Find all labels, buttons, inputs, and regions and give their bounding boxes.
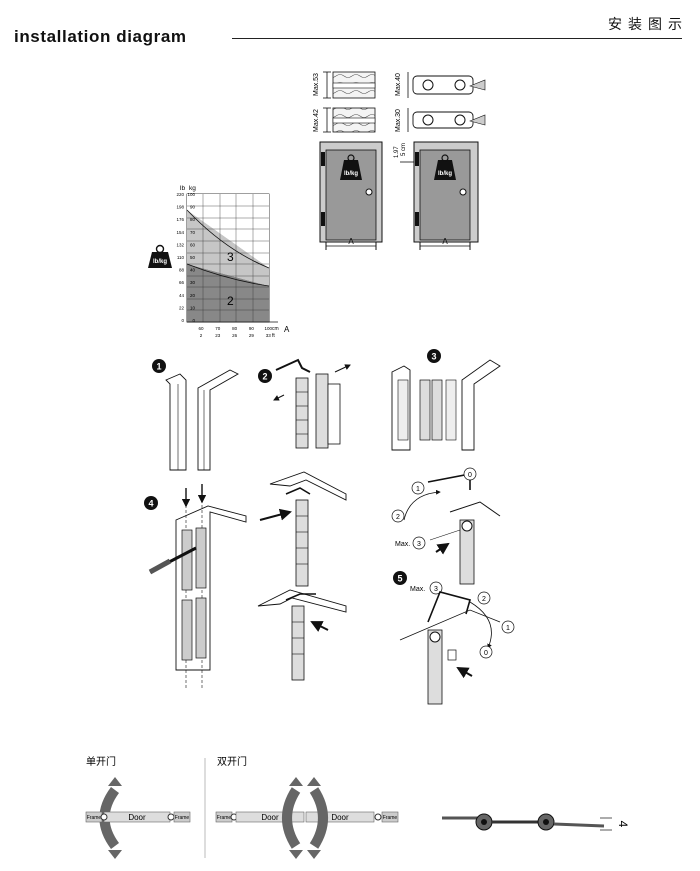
step-2-illustration: 2 (258, 358, 351, 449)
tick-lb: 66 (179, 280, 185, 285)
tick-kg: 0 (192, 318, 195, 323)
tick-cm: 80 (232, 326, 238, 331)
step-5-badge: 5 (397, 574, 402, 584)
step-4-illustration: 4 (144, 484, 247, 690)
step-3-illustration: 3 (391, 349, 501, 451)
tick-cm: 70 (215, 326, 221, 331)
tick-ft: 33 (266, 333, 272, 338)
single-door-plan: Frame Door Frame (85, 777, 191, 859)
adj-2: 2 (396, 514, 400, 521)
dim-a: A (348, 237, 354, 246)
dim-max53: Max.53 (313, 73, 320, 96)
hinge-offset-plan: 4 (442, 813, 630, 831)
dim-max42: Max.42 (313, 109, 320, 132)
step-3-badge: 3 (431, 352, 436, 362)
tick-cm: 90 (249, 326, 255, 331)
door-label-3: Door (331, 813, 349, 822)
adj-0b: 0 (484, 650, 488, 657)
tick-kg: 30 (190, 280, 196, 285)
zone-3-label: 3 (227, 250, 234, 264)
adj-max: Max. (395, 541, 410, 548)
col-kg: kg (189, 185, 196, 192)
single-door-label: 单开门 (86, 755, 116, 768)
dim-gap-cm: 5 cm (401, 143, 407, 156)
tick-kg: 70 (190, 230, 196, 235)
tick-lb: 198 (176, 205, 184, 210)
adj-0: 0 (468, 472, 472, 479)
tick-kg: 20 (190, 293, 196, 298)
dim-max30: Max.30 (395, 109, 402, 132)
door-label: Door (128, 813, 146, 822)
step-1-badge: 1 (156, 362, 161, 372)
tick-lb: 88 (179, 268, 185, 273)
step-2-badge: 2 (262, 372, 267, 382)
axis-a: A (284, 325, 290, 334)
step-1-illustration: 1 (152, 359, 239, 471)
svg-text:lb/kg: lb/kg (344, 171, 358, 177)
step-4-badge: 4 (148, 499, 153, 509)
dim-4: 4 (616, 821, 630, 828)
adj-3b: 3 (434, 586, 438, 593)
col-lb: lb (180, 185, 185, 192)
door-single-illustration-2: lb/kg A 1.97 5 cm (394, 141, 479, 250)
tick-lb: 176 (176, 217, 184, 222)
tick-kg: 10 (190, 305, 196, 310)
tick-kg: 60 (190, 242, 196, 247)
tick-kg: 50 (190, 255, 196, 260)
thickness-detail-group: Max.53 Max.42 Max.40 Max.30 (313, 71, 486, 133)
tick-kg: 90 (190, 205, 196, 210)
frame-label-2: Frame (175, 815, 190, 821)
adj-1: 1 (416, 486, 420, 493)
tick-kg: 40 (190, 268, 196, 273)
adj-1b: 1 (506, 625, 510, 632)
door-single-illustration: lb/kg A (319, 141, 383, 250)
tick-ft: 23 (215, 333, 221, 338)
step-4-detail-a (259, 471, 347, 587)
tick-cm: 100 (264, 326, 272, 331)
adj-2b: 2 (482, 596, 486, 603)
page-title-cn: 安装图示 (608, 16, 688, 32)
double-door-plan: Frame Door Door Frame (215, 777, 399, 859)
dim-a-2: A (442, 237, 448, 246)
unit-cm: cm (272, 326, 279, 332)
weight-icon (340, 160, 362, 180)
tick-lb: 154 (176, 230, 184, 235)
tick-kg: 100 (187, 192, 195, 197)
tick-ft: 2 (200, 333, 203, 338)
tick-ft: 26 (232, 333, 238, 338)
tick-lb: 132 (176, 242, 184, 247)
dim-max40: Max.40 (395, 73, 402, 96)
svg-text:lb/kg: lb/kg (438, 171, 452, 177)
tick-lb: 44 (179, 293, 185, 298)
dim-gap-in: 1.97 (394, 146, 400, 158)
weight-icon (148, 252, 172, 268)
door-label-2: Door (261, 813, 279, 822)
tick-ft: 29 (249, 333, 255, 338)
tick-lb: 0 (181, 318, 184, 323)
tick-lb: 22 (179, 305, 185, 310)
adj-max-b: Max. (410, 586, 425, 593)
tick-lb: 220 (176, 192, 184, 197)
title-rule (232, 38, 682, 39)
weight-icon-label: lb/kg (153, 259, 167, 265)
unit-ft: ft (272, 333, 275, 339)
frame-label: Frame (87, 815, 102, 821)
tick-kg: 80 (190, 217, 196, 222)
adj-3: 3 (417, 541, 421, 548)
double-door-label: 双开门 (217, 755, 247, 768)
tick-lb: 110 (177, 255, 185, 260)
tick-cm: 60 (198, 326, 204, 331)
frame-label-4: Frame (383, 815, 398, 821)
zone-2-label: 2 (227, 294, 234, 308)
step-5-illustration: 5 Max. 3 2 1 0 (393, 571, 515, 705)
adjust-diagram-a: 1 2 0 Max. 3 (391, 467, 501, 585)
step-4-detail-b (257, 589, 347, 681)
frame-label-3: Frame (217, 815, 232, 821)
page-title: installation diagram (14, 27, 187, 46)
